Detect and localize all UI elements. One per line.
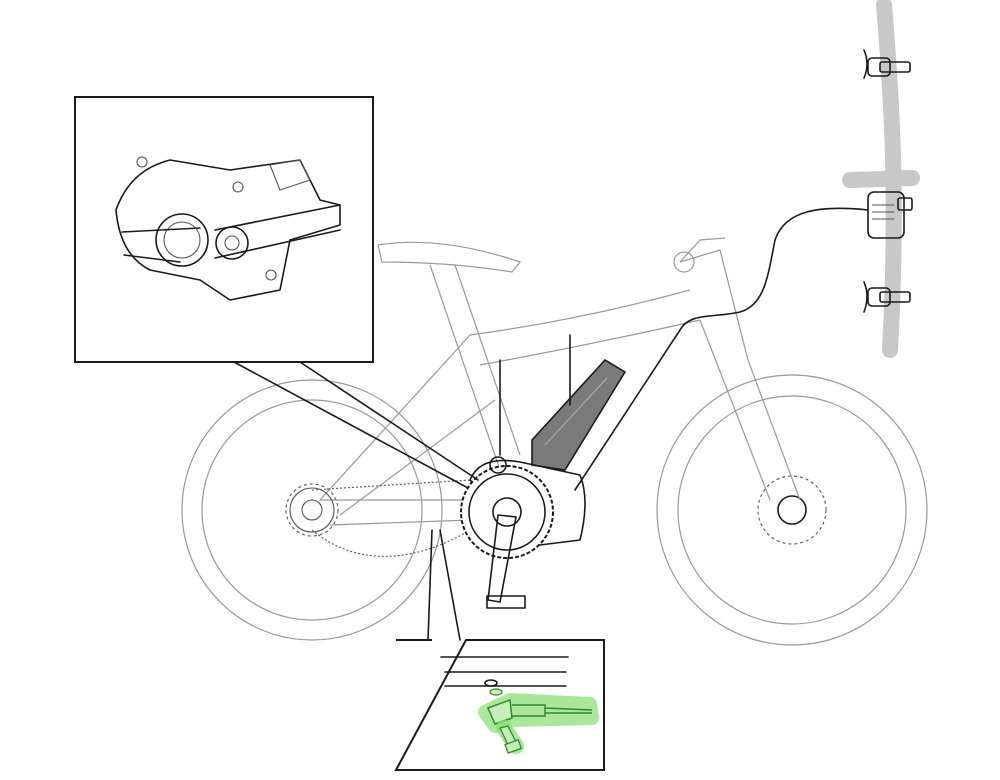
front-wheel [656,374,928,646]
speed-sensor [478,688,599,733]
cable [574,207,869,491]
rear-wheel [181,379,443,641]
shifter-switches [863,49,913,313]
sensor-detail-inset [394,639,605,771]
battery [531,358,627,471]
display-switch-icon [867,191,913,239]
chain [289,479,471,557]
drive-unit [460,456,586,609]
sensor-bolt [496,720,524,754]
shifter-top-icon [863,49,911,79]
motor-detail-inset [74,96,374,363]
shifter-bottom-icon [863,281,911,313]
leader-lines [233,334,571,641]
handlebar [842,0,920,358]
frame [319,237,801,526]
